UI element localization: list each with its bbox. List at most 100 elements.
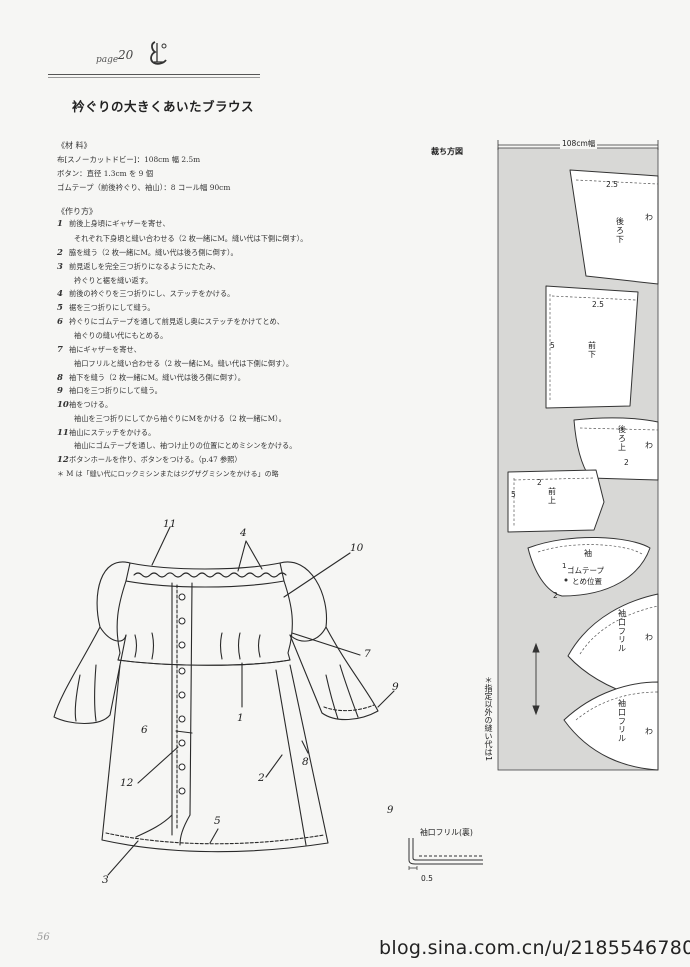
step-text: 前後上身頃にギャザーを寄せ、 <box>69 219 170 228</box>
callout-9: 9 <box>392 681 399 693</box>
right-sleeve-frill-folds <box>325 664 359 720</box>
step-text: 前見返しを完全三つ折りになるようにたたみ、 <box>69 262 220 271</box>
pattern-cuff-frill <box>563 681 659 771</box>
step-number: 5 <box>57 303 63 313</box>
button <box>178 787 186 795</box>
step-text: ボタンホールを作り、ボタンをつける。（p.47 参照） <box>69 455 242 464</box>
piece-label-back-lower: 後ろ下 <box>616 217 624 244</box>
callout-5: 5 <box>214 815 221 827</box>
step-number: 4 <box>57 289 63 299</box>
step-text: 衿ぐりにゴムテープを通して前見返し奥にステッチをかけてとめ、 <box>69 317 284 326</box>
callout-8: 8 <box>302 756 309 768</box>
method-heading: 《作り方》 <box>57 207 97 216</box>
button <box>178 641 186 649</box>
detail-label: 袖口フリル(裏) <box>420 828 473 837</box>
hem-stitch <box>105 832 325 845</box>
left-sleeve-frill-folds <box>74 664 97 722</box>
pattern-sleeve <box>527 537 651 597</box>
step-text: 袖山を三つ折りにしてから袖ぐりにMをかける（2 枚一緒にM）。 <box>74 414 286 423</box>
button <box>178 715 186 723</box>
step-number: 1 <box>57 219 63 229</box>
callout-3: 3 <box>102 874 109 886</box>
step-text: 前後の衿ぐりを三つ折りにし、ステッチをかける。 <box>69 289 235 298</box>
fabric-width-label: 108cm幅 <box>560 138 598 149</box>
callout-6: 6 <box>141 724 148 736</box>
step-number: 11 <box>57 428 69 438</box>
right-sleeve-cuff-frill <box>289 626 379 721</box>
step-text: 裾を三つ折りにして縫う。 <box>69 303 155 312</box>
materials-line: ボタン：直径 1.3cm を 9 個 <box>57 169 154 178</box>
right-sleeve-hem-stitch <box>323 704 375 712</box>
method-step: 2 脇を縫う（2 枚一緒にM。縫い代は後ろ側に倒す）。 <box>57 248 238 258</box>
pattern-back-upper <box>573 417 659 481</box>
callout-1: 1 <box>237 712 244 724</box>
abbreviation-note: ＊ M は「縫い代にロックミシンまたはジグザグミシンをかける」の略 <box>57 470 279 478</box>
frill-fabric-line <box>408 838 483 865</box>
header-rule <box>48 74 260 75</box>
callout-10: 10 <box>350 542 364 554</box>
header-rule-secondary <box>48 77 260 78</box>
piece-label-cuff-frill: 袖口フリル <box>618 609 626 654</box>
allowance-label: 2.5 <box>592 300 604 309</box>
materials-heading: 《材 料》 <box>57 141 92 150</box>
button <box>178 763 186 771</box>
cutting-layout-title: 裁ち方図 <box>431 147 463 156</box>
piece-label-front-upper: 前上 <box>548 487 556 505</box>
allowance-label: 5 <box>511 490 516 499</box>
neckline-gathers <box>133 572 287 578</box>
callout-12: 12 <box>120 777 134 789</box>
method-step: 4 前後の衿ぐりを三つ折りにし、ステッチをかける。 <box>57 289 234 299</box>
step-text: 袖口フリルと縫い合わせる（2 枚一緒にM。縫い代は下側に倒す）。 <box>74 359 294 368</box>
grain-arrow <box>532 642 540 716</box>
allowance-label: 2.5 <box>606 180 618 189</box>
button <box>178 667 186 675</box>
step-text: 袖山にステッチをかける。 <box>69 428 156 437</box>
fold-label: わ <box>645 633 653 642</box>
piece-label-cuff-frill: 袖口フリル <box>618 699 626 744</box>
step-text: 脇を縫う（2 枚一緒にM。縫い代は後ろ側に倒す）。 <box>69 248 238 257</box>
allowance-label: 5 <box>550 341 555 350</box>
method-step: 1 前後上身頃にギャザーを寄せ、 <box>57 219 170 229</box>
button <box>178 617 186 625</box>
button <box>178 593 186 601</box>
step-number: 3 <box>57 262 63 272</box>
step-text: 袖ぐりの縫い代にもとめる。 <box>74 331 168 340</box>
method-step: 12ボタンホールを作り、ボタンをつける。（p.47 参照） <box>57 455 242 465</box>
step-text: 袖口を三つ折りにして縫う。 <box>69 386 162 395</box>
step-text: それぞれ下身頃と縫い合わせる（2 枚一緒にM。縫い代は下側に倒す）。 <box>74 234 308 243</box>
piece-label-back-upper: 後ろ上 <box>618 425 626 452</box>
blouse-illustration <box>53 526 395 876</box>
blog-watermark: blog.sina.com.cn/u/2185546780 <box>379 937 690 959</box>
frill-fold-line <box>412 838 483 861</box>
waist-seam <box>117 659 291 666</box>
front-slit <box>135 814 191 846</box>
button <box>178 739 186 747</box>
allowance-label: 2 <box>624 458 629 467</box>
callout-11: 11 <box>163 518 177 530</box>
fold-label: わ <box>645 441 653 450</box>
ornamental-letter-logo <box>150 41 167 65</box>
method-step: 11袖山にステッチをかける。 <box>57 428 155 438</box>
method-step: 3 前見返しを完全三つ折りになるようにたたみ、 <box>57 262 220 272</box>
step-text: 衿ぐりと裾を縫い返す。 <box>74 276 153 285</box>
cutting-layout-diagram <box>497 140 659 771</box>
button <box>178 691 186 699</box>
page-number-header: 20 <box>118 48 134 62</box>
left-sleeve-puff <box>96 561 131 642</box>
left-sleeve-cuff-frill <box>53 626 127 725</box>
step-number: 2 <box>57 248 63 258</box>
step-number: 10 <box>57 400 69 410</box>
pattern-front-upper <box>507 469 605 533</box>
allowance-label: 2 <box>553 591 558 600</box>
step-text: 袖下を縫う（2 枚一緒にM。縫い代は後ろ側に倒す）。 <box>69 373 245 382</box>
dimension-line <box>408 866 418 870</box>
button-column <box>178 593 186 795</box>
page-title: 衿ぐりの大きくあいたブラウス <box>72 99 255 114</box>
pattern-front-lower <box>545 285 639 409</box>
materials-line: 布[スノーカットドビー]：108cm 幅 2.5m <box>57 155 201 164</box>
pattern-back-lower <box>569 169 659 285</box>
seam-line <box>513 179 659 721</box>
